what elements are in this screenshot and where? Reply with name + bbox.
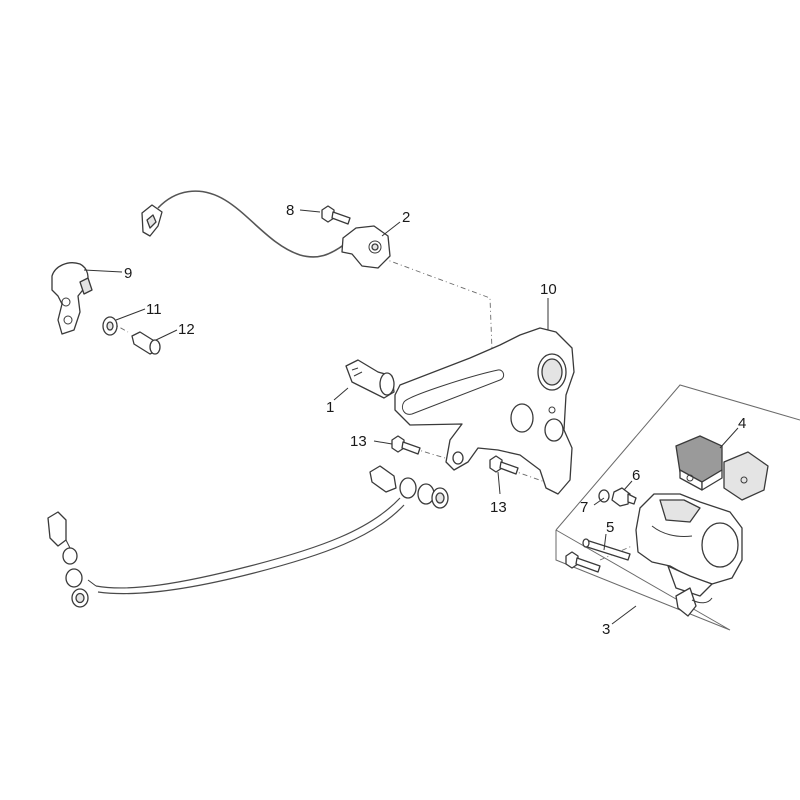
- callout-6: 6: [632, 467, 640, 484]
- pin-bolt-part-1: [345, 359, 395, 399]
- washer-part-11: [102, 316, 118, 336]
- callout-2: 2: [402, 209, 410, 226]
- callout-13-lower: 13: [490, 499, 507, 516]
- caliper-screw: [565, 551, 601, 573]
- pin-part-12: [131, 331, 161, 355]
- callout-10: 10: [540, 281, 557, 298]
- callout-7: 7: [580, 499, 588, 516]
- callout-4: 4: [738, 415, 746, 432]
- bleeder-cap-part-7: [598, 489, 610, 503]
- bolt-part-13-lower: [489, 455, 519, 475]
- callout-8: 8: [286, 202, 294, 219]
- callout-12: 12: [178, 321, 195, 338]
- screw-part-8: [321, 205, 351, 225]
- callout-leader-lines: [83, 209, 739, 625]
- caliper-bracket-part-10: [394, 327, 575, 495]
- callout-13-upper: 13: [350, 433, 367, 450]
- callout-3: 3: [602, 621, 610, 638]
- bracket-part-9: [51, 262, 93, 335]
- callout-9: 9: [124, 265, 132, 282]
- callout-11: 11: [146, 301, 162, 318]
- brake-hose: [47, 465, 449, 608]
- bolt-part-13-upper: [391, 435, 421, 455]
- bleeder-valve-part-6: [611, 487, 637, 507]
- callout-5: 5: [606, 519, 614, 536]
- pad-pin-part-5: [582, 538, 631, 561]
- callout-1: 1: [326, 399, 334, 416]
- callout-labels: 1 2 3 4 5 6 7 8 9 10 11 12 13 13: [124, 202, 746, 638]
- speed-sensor-cable: [141, 190, 391, 269]
- brake-pads-part-4: [675, 435, 769, 501]
- caliper-body-part-3: [635, 493, 743, 617]
